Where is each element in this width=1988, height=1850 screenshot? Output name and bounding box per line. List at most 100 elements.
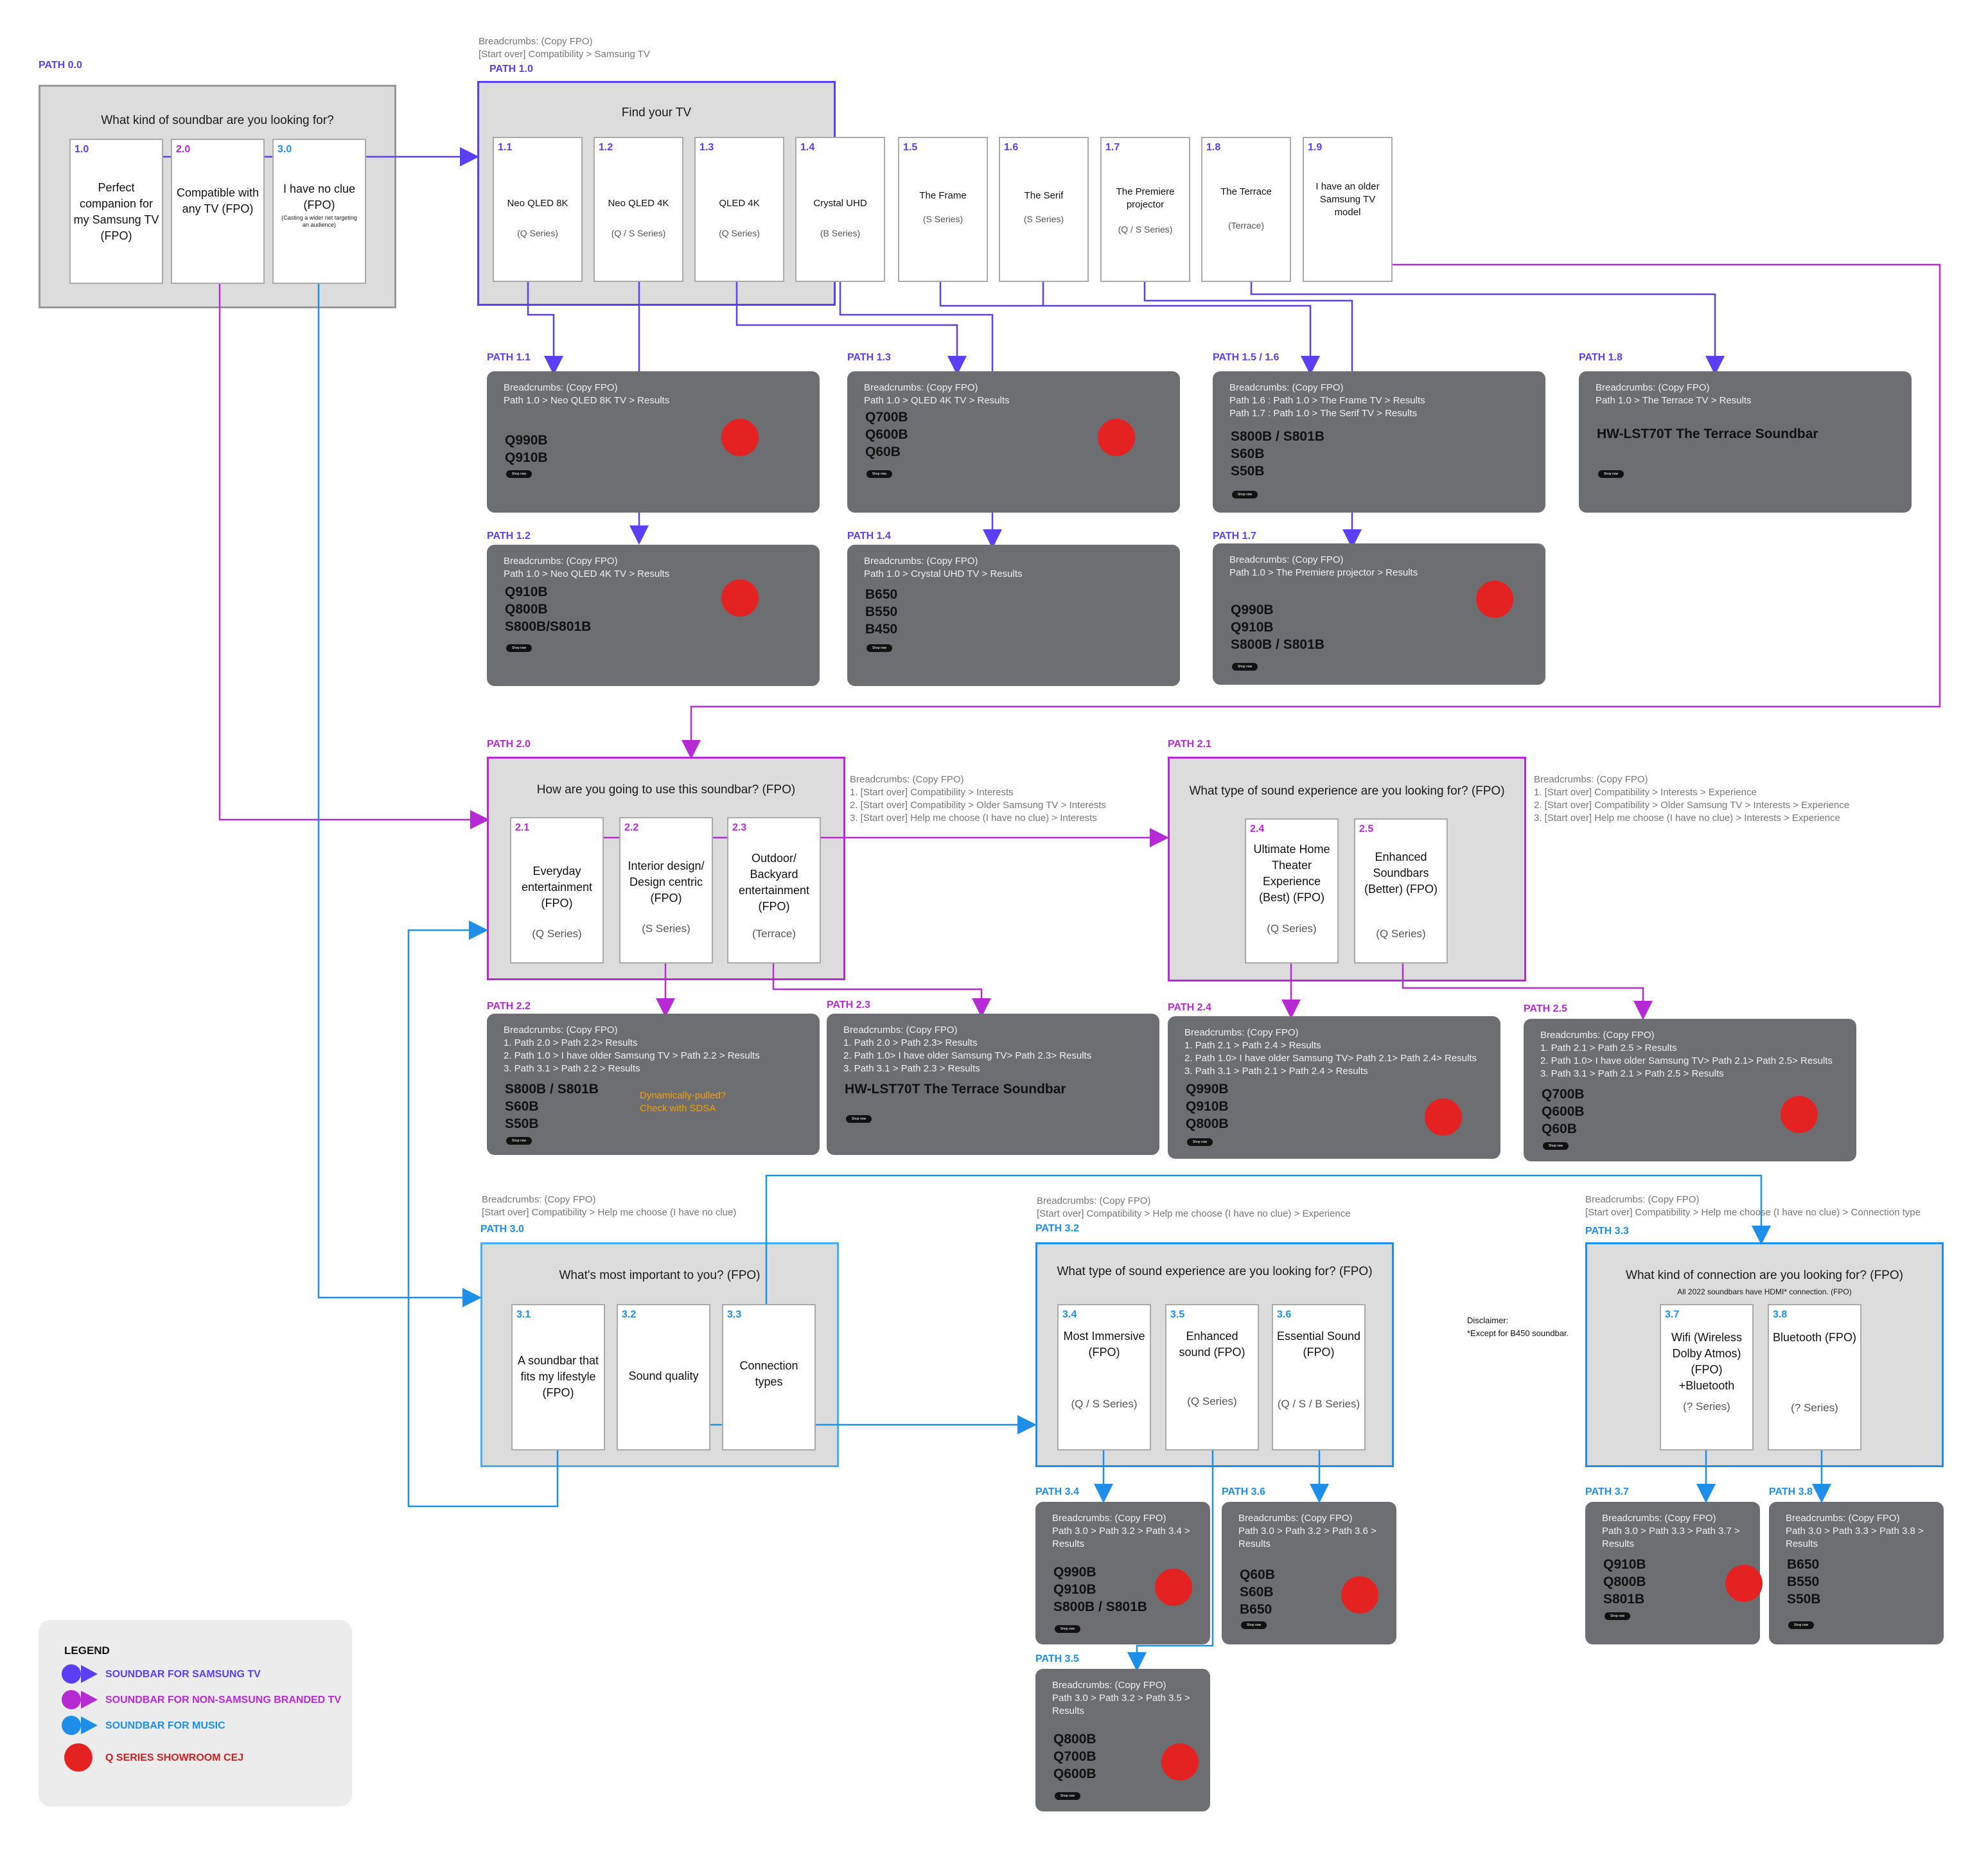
breadcrumb-line: Path 1.7 : Path 1.0 > The Serif TV > Res… — [1229, 408, 1418, 419]
shop-now-button[interactable]: Shop now — [846, 1115, 872, 1123]
product-name: Q700B — [1542, 1087, 1585, 1102]
option-series: (Terrace) — [1227, 220, 1264, 231]
breadcrumb-line: Path 1.0 > Crystal UHD TV > Results — [864, 568, 1023, 579]
option-number: 3.4 — [1062, 1309, 1077, 1320]
option-label: Outdoor/ Backyard entertainment (FPO) — [738, 852, 810, 913]
breadcrumb-line: 3. Path 3.1 > Path 2.2 > Results — [504, 1063, 640, 1074]
legend-title: LEGEND — [64, 1644, 110, 1657]
result-card: Breadcrumbs: (Copy FPO)Path 3.0 > Path 3… — [1585, 1502, 1763, 1644]
option-number: 3.7 — [1665, 1309, 1680, 1320]
option-number: 2.4 — [1250, 824, 1265, 834]
option-series: (S Series) — [1023, 214, 1064, 224]
legend-marker-showroom — [64, 1743, 92, 1772]
breadcrumb-title: Breadcrumbs: (Copy FPO) — [1037, 1195, 1151, 1206]
breadcrumb: [Start over] Compatibility > Help me cho… — [482, 1207, 737, 1218]
option-label: Interior design/ Design centric (FPO) — [628, 859, 705, 904]
option-card-2-0[interactable]: 2.0 Compatible with any TV (FPO) — [171, 139, 265, 284]
product-name: S800B / S801B — [505, 1082, 599, 1097]
shop-now-button[interactable]: Shop now — [1241, 1621, 1267, 1629]
option-label: I have no clue (FPO) — [283, 182, 356, 211]
option-label: A soundbar that fits my lifestyle (FPO) — [517, 1354, 599, 1399]
shop-now-button[interactable]: Shop now — [1543, 1142, 1569, 1150]
option-label: The Frame — [919, 190, 967, 201]
product-name: Q910B — [1603, 1557, 1646, 1572]
shop-now-button[interactable]: Shop now — [1187, 1138, 1213, 1146]
breadcrumb-line: Breadcrumbs: (Copy FPO) — [1184, 1027, 1299, 1038]
shop-now-button[interactable]: Shop now — [1055, 1625, 1080, 1633]
result-card: Breadcrumbs: (Copy FPO)Path 1.0 > The Te… — [1579, 371, 1912, 513]
option-series: (Q / S / B Series) — [1277, 1398, 1360, 1410]
option-number: 3.2 — [622, 1309, 637, 1320]
product-name: Q600B — [1053, 1766, 1096, 1781]
result-path-label: PATH 3.8 — [1769, 1486, 1813, 1497]
shop-now-button[interactable]: Shop now — [1232, 663, 1258, 671]
shop-now-button[interactable]: Shop now — [1788, 1621, 1814, 1629]
option-card-3-0[interactable]: 3.0 I have no clue (FPO) (Casting a wide… — [272, 139, 366, 284]
annotation-line: 2. [Start over] Compatibility > Older Sa… — [850, 800, 1107, 811]
legend-marker-non-samsung-tv — [62, 1689, 98, 1709]
breadcrumb-line: Breadcrumbs: (Copy FPO) — [1052, 1513, 1166, 1524]
question-path-2-1: What type of sound experience are you lo… — [1168, 757, 1526, 982]
q-series-showroom-marker — [1161, 1743, 1199, 1781]
shop-now-button[interactable]: Shop now — [1598, 470, 1624, 478]
shop-now-button[interactable]: Shop now — [506, 644, 532, 652]
shop-now-button[interactable]: Shop now — [1605, 1612, 1630, 1620]
shop-now-button[interactable]: Shop now — [866, 470, 892, 478]
option-label: Neo QLED 4K — [608, 198, 669, 209]
shop-now-button[interactable]: Shop now — [506, 1137, 532, 1145]
shop-now-button[interactable]: Shop now — [1232, 491, 1258, 498]
shop-now-button[interactable]: Shop now — [506, 470, 532, 478]
q-series-showroom-marker — [1425, 1098, 1462, 1136]
result-path-label: PATH 1.7 — [1213, 531, 1256, 542]
result-breadcrumbs: Breadcrumbs: (Copy FPO)Path 1.0 > QLED 4… — [864, 382, 1167, 407]
product-name: S800B / S801B — [1231, 637, 1324, 652]
breadcrumb-line: Path 3.0 > Path 3.2 > Path 3.4 > — [1052, 1526, 1190, 1537]
breadcrumb-line: Path 1.6 : Path 1.0 > The Frame TV > Res… — [1229, 395, 1425, 406]
option-series: (B Series) — [820, 228, 861, 238]
shop-now-button[interactable]: Shop now — [866, 644, 892, 652]
annotation-line: 3. [Start over] Help me choose (I have n… — [850, 813, 1097, 824]
product-name: B650 — [1240, 1602, 1272, 1617]
result-path-label: PATH 2.2 — [487, 1001, 531, 1012]
option-label: Bluetooth (FPO) — [1772, 1331, 1857, 1344]
q-series-showroom-marker — [1725, 1565, 1763, 1602]
dynamic-note-line: Check with SDSA — [640, 1103, 716, 1114]
result-path-label: PATH 1.4 — [847, 531, 891, 542]
option-number: 1.4 — [800, 142, 815, 153]
option-label: Essential Sound (FPO) — [1276, 1330, 1361, 1359]
option-card-1-0[interactable]: 1.0 Perfect companion for my Samsung TV … — [69, 139, 163, 284]
shop-now-button[interactable]: Shop now — [1055, 1792, 1080, 1800]
breadcrumb-line: Path 1.0 > The Premiere projector > Resu… — [1229, 567, 1418, 578]
legend: LEGEND SOUNDBAR FOR SAMSUNG TV SOUNDBAR … — [39, 1620, 352, 1806]
breadcrumb-line: Breadcrumbs: (Copy FPO) — [864, 382, 978, 393]
